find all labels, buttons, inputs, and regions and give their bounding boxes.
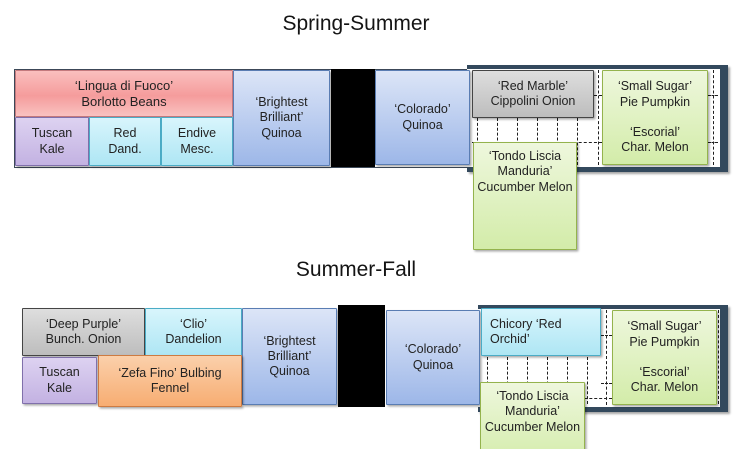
gridline-dashed	[598, 70, 599, 165]
plot-tuscan-kale: Tuscan Kale	[15, 117, 89, 166]
plot-pumpkin-and-melon: ‘Small Sugar’ Pie Pumpkin ‘Escorial’ Cha…	[612, 310, 717, 405]
gridline-dashed	[557, 118, 558, 165]
gridline-dashed	[587, 357, 588, 404]
plot-cucumber-melon: ‘Tondo Liscia Manduria’ Cucumber Melon	[480, 382, 585, 449]
plot-red-dandelion: Red Dand.	[89, 117, 161, 166]
gridline-dashed	[713, 70, 714, 165]
gridline-dashed	[507, 357, 508, 404]
section-title-summer-fall: Summer-Fall	[295, 258, 417, 281]
plot-colorado-quinoa: ‘Colorado’ Quinoa	[386, 310, 480, 405]
plot-borlotto-beans: ‘Lingua di Fuoco’ Borlotto Beans	[15, 70, 233, 117]
gridline-dashed	[537, 118, 538, 165]
gridline-dashed	[606, 310, 607, 405]
gridline-dashed	[601, 383, 612, 384]
plot-cucumber-melon: ‘Tondo Liscia Manduria’ Cucumber Melon	[473, 142, 577, 250]
walkway-block	[338, 305, 385, 407]
plot-colorado-quinoa: ‘Colorado’ Quinoa	[375, 70, 470, 165]
gridline-dashed	[487, 357, 488, 404]
plot-brightest-brilliant-quinoa: ‘Brightest Brilliant’ Quinoa	[233, 70, 330, 166]
gridline-dashed	[601, 335, 612, 336]
gridline-dashed	[497, 118, 498, 165]
plot-pumpkin-and-melon: ‘Small Sugar’ Pie Pumpkin ‘Escorial’ Cha…	[602, 70, 708, 165]
gridline-dashed	[547, 357, 548, 404]
gridline-dashed	[527, 357, 528, 404]
plot-deep-purple-onion: ‘Deep Purple’ Bunch. Onion	[22, 308, 145, 356]
section-title-spring-summer: Spring-Summer	[282, 12, 430, 35]
plot-zefa-fino-fennel: ‘Zefa Fino’ Bulbing Fennel	[98, 355, 242, 407]
gridline-dashed	[477, 118, 478, 165]
gridline-dashed	[708, 142, 718, 143]
walkway-block	[331, 69, 375, 167]
gridline-dashed	[718, 310, 719, 404]
plot-chicory-red-orchid: Chicory ‘Red Orchid’	[481, 308, 601, 356]
gridline-dashed	[594, 95, 602, 96]
plot-endive-mesclun: Endive Mesc.	[161, 117, 233, 166]
gridline-dashed	[567, 357, 568, 404]
gridline-dashed	[708, 95, 718, 96]
gridline-dashed	[577, 118, 578, 165]
plot-brightest-brilliant-quinoa: ‘Brightest Brilliant’ Quinoa	[242, 308, 337, 405]
gridline-dashed	[517, 118, 518, 165]
plot-clio-dandelion: ‘Clio’ Dandelion	[145, 308, 242, 356]
plot-tuscan-kale: Tuscan Kale	[22, 357, 97, 404]
plot-red-marble-onion: ‘Red Marble’ Cippolini Onion	[472, 70, 594, 118]
